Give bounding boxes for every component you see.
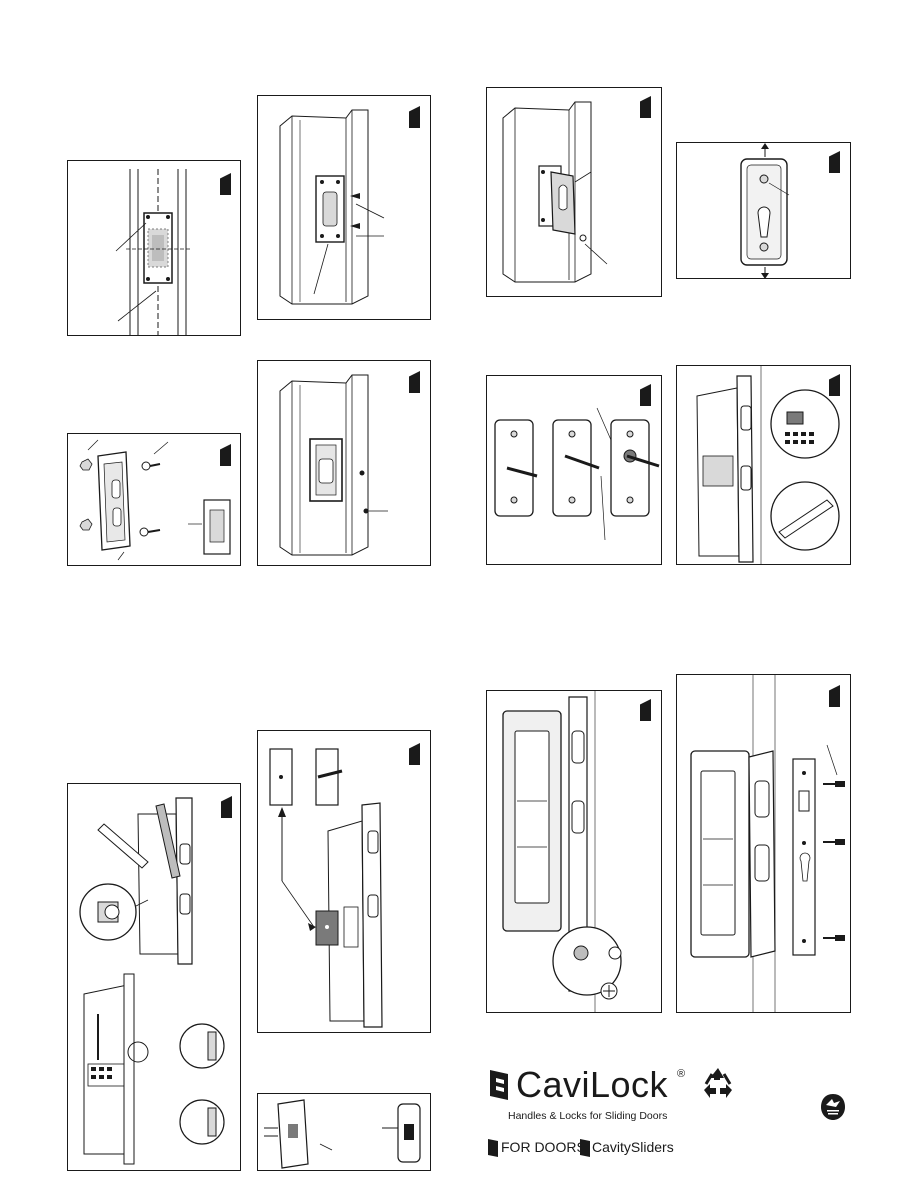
step-panel-keeper-install xyxy=(486,87,662,297)
sub-brand-cavitysliders: CavitySliders xyxy=(592,1139,674,1155)
step-flag xyxy=(640,699,651,721)
step-panel-handle-fit xyxy=(486,690,662,1013)
step-flag xyxy=(409,371,420,393)
brand-tagline: Handles & Locks for Sliding Doors xyxy=(508,1110,668,1122)
step-panel-cassette-detail xyxy=(676,365,851,565)
brand-name: CaviLock xyxy=(516,1064,669,1105)
screw-icon xyxy=(823,935,845,941)
step-panel-final-assembly xyxy=(676,674,851,1013)
step-flag xyxy=(829,685,840,707)
nut-icon xyxy=(79,518,93,531)
finished-plates-illustration xyxy=(264,1099,421,1169)
brand-logo: CaviLock ® Handles & Locks for Sliding D… xyxy=(484,1062,686,1162)
step-flag xyxy=(221,796,232,818)
cassette-detail-illustration xyxy=(696,366,840,564)
step-flag xyxy=(220,444,231,466)
screw-icon xyxy=(141,461,161,471)
step-flag xyxy=(829,374,840,396)
recycle-icon xyxy=(704,1068,732,1098)
keeper-install-illustration xyxy=(502,101,608,283)
handle-fit-illustration xyxy=(502,691,622,1012)
keeper-parts-illustration xyxy=(79,439,231,561)
keeper-front-illustration xyxy=(740,143,790,278)
step-flag xyxy=(409,106,420,128)
fordoors-mark-icon xyxy=(488,1139,498,1157)
step-flag xyxy=(640,384,651,406)
final-assembly-illustration xyxy=(690,675,845,1012)
cover-plates-illustration xyxy=(269,748,383,1028)
screw-icon xyxy=(823,839,845,845)
step-panel-fit-keeper xyxy=(257,95,431,320)
registered-mark: ® xyxy=(677,1068,686,1080)
cavilock-mark-icon xyxy=(490,1070,508,1100)
certification-badge-icon xyxy=(821,1094,845,1120)
spanner-icon xyxy=(155,803,181,879)
screw-icon xyxy=(823,781,845,787)
cavitysliders-mark-icon xyxy=(580,1139,590,1157)
sub-brand-fordoors: FOR DOORS xyxy=(501,1139,586,1155)
spanner-adjust-illustration xyxy=(79,797,225,1165)
spanner-icon xyxy=(97,823,149,869)
spindle-options-illustration xyxy=(494,407,660,541)
step-panel-spanner-adjust xyxy=(67,783,241,1171)
keeper-fitting-illustration xyxy=(279,109,385,305)
step-panel-finished-plates xyxy=(257,1093,431,1171)
screw-icon xyxy=(139,527,161,537)
jamb-marking-illustration xyxy=(115,169,190,335)
step-panel-mark-jamb xyxy=(67,160,241,336)
step-panel-keeper-front xyxy=(676,142,851,279)
nut-icon xyxy=(79,458,93,471)
step-panel-keeper-fitted xyxy=(257,360,431,566)
step-flag xyxy=(640,96,651,118)
keeper-fitted-illustration xyxy=(279,374,388,556)
step-panel-spindle-options xyxy=(486,375,662,565)
step-flag xyxy=(829,151,840,173)
step-panel-keeper-parts xyxy=(67,433,241,566)
step-flag xyxy=(409,743,420,765)
step-flag xyxy=(220,173,231,195)
step-panel-cover-plates xyxy=(257,730,431,1033)
